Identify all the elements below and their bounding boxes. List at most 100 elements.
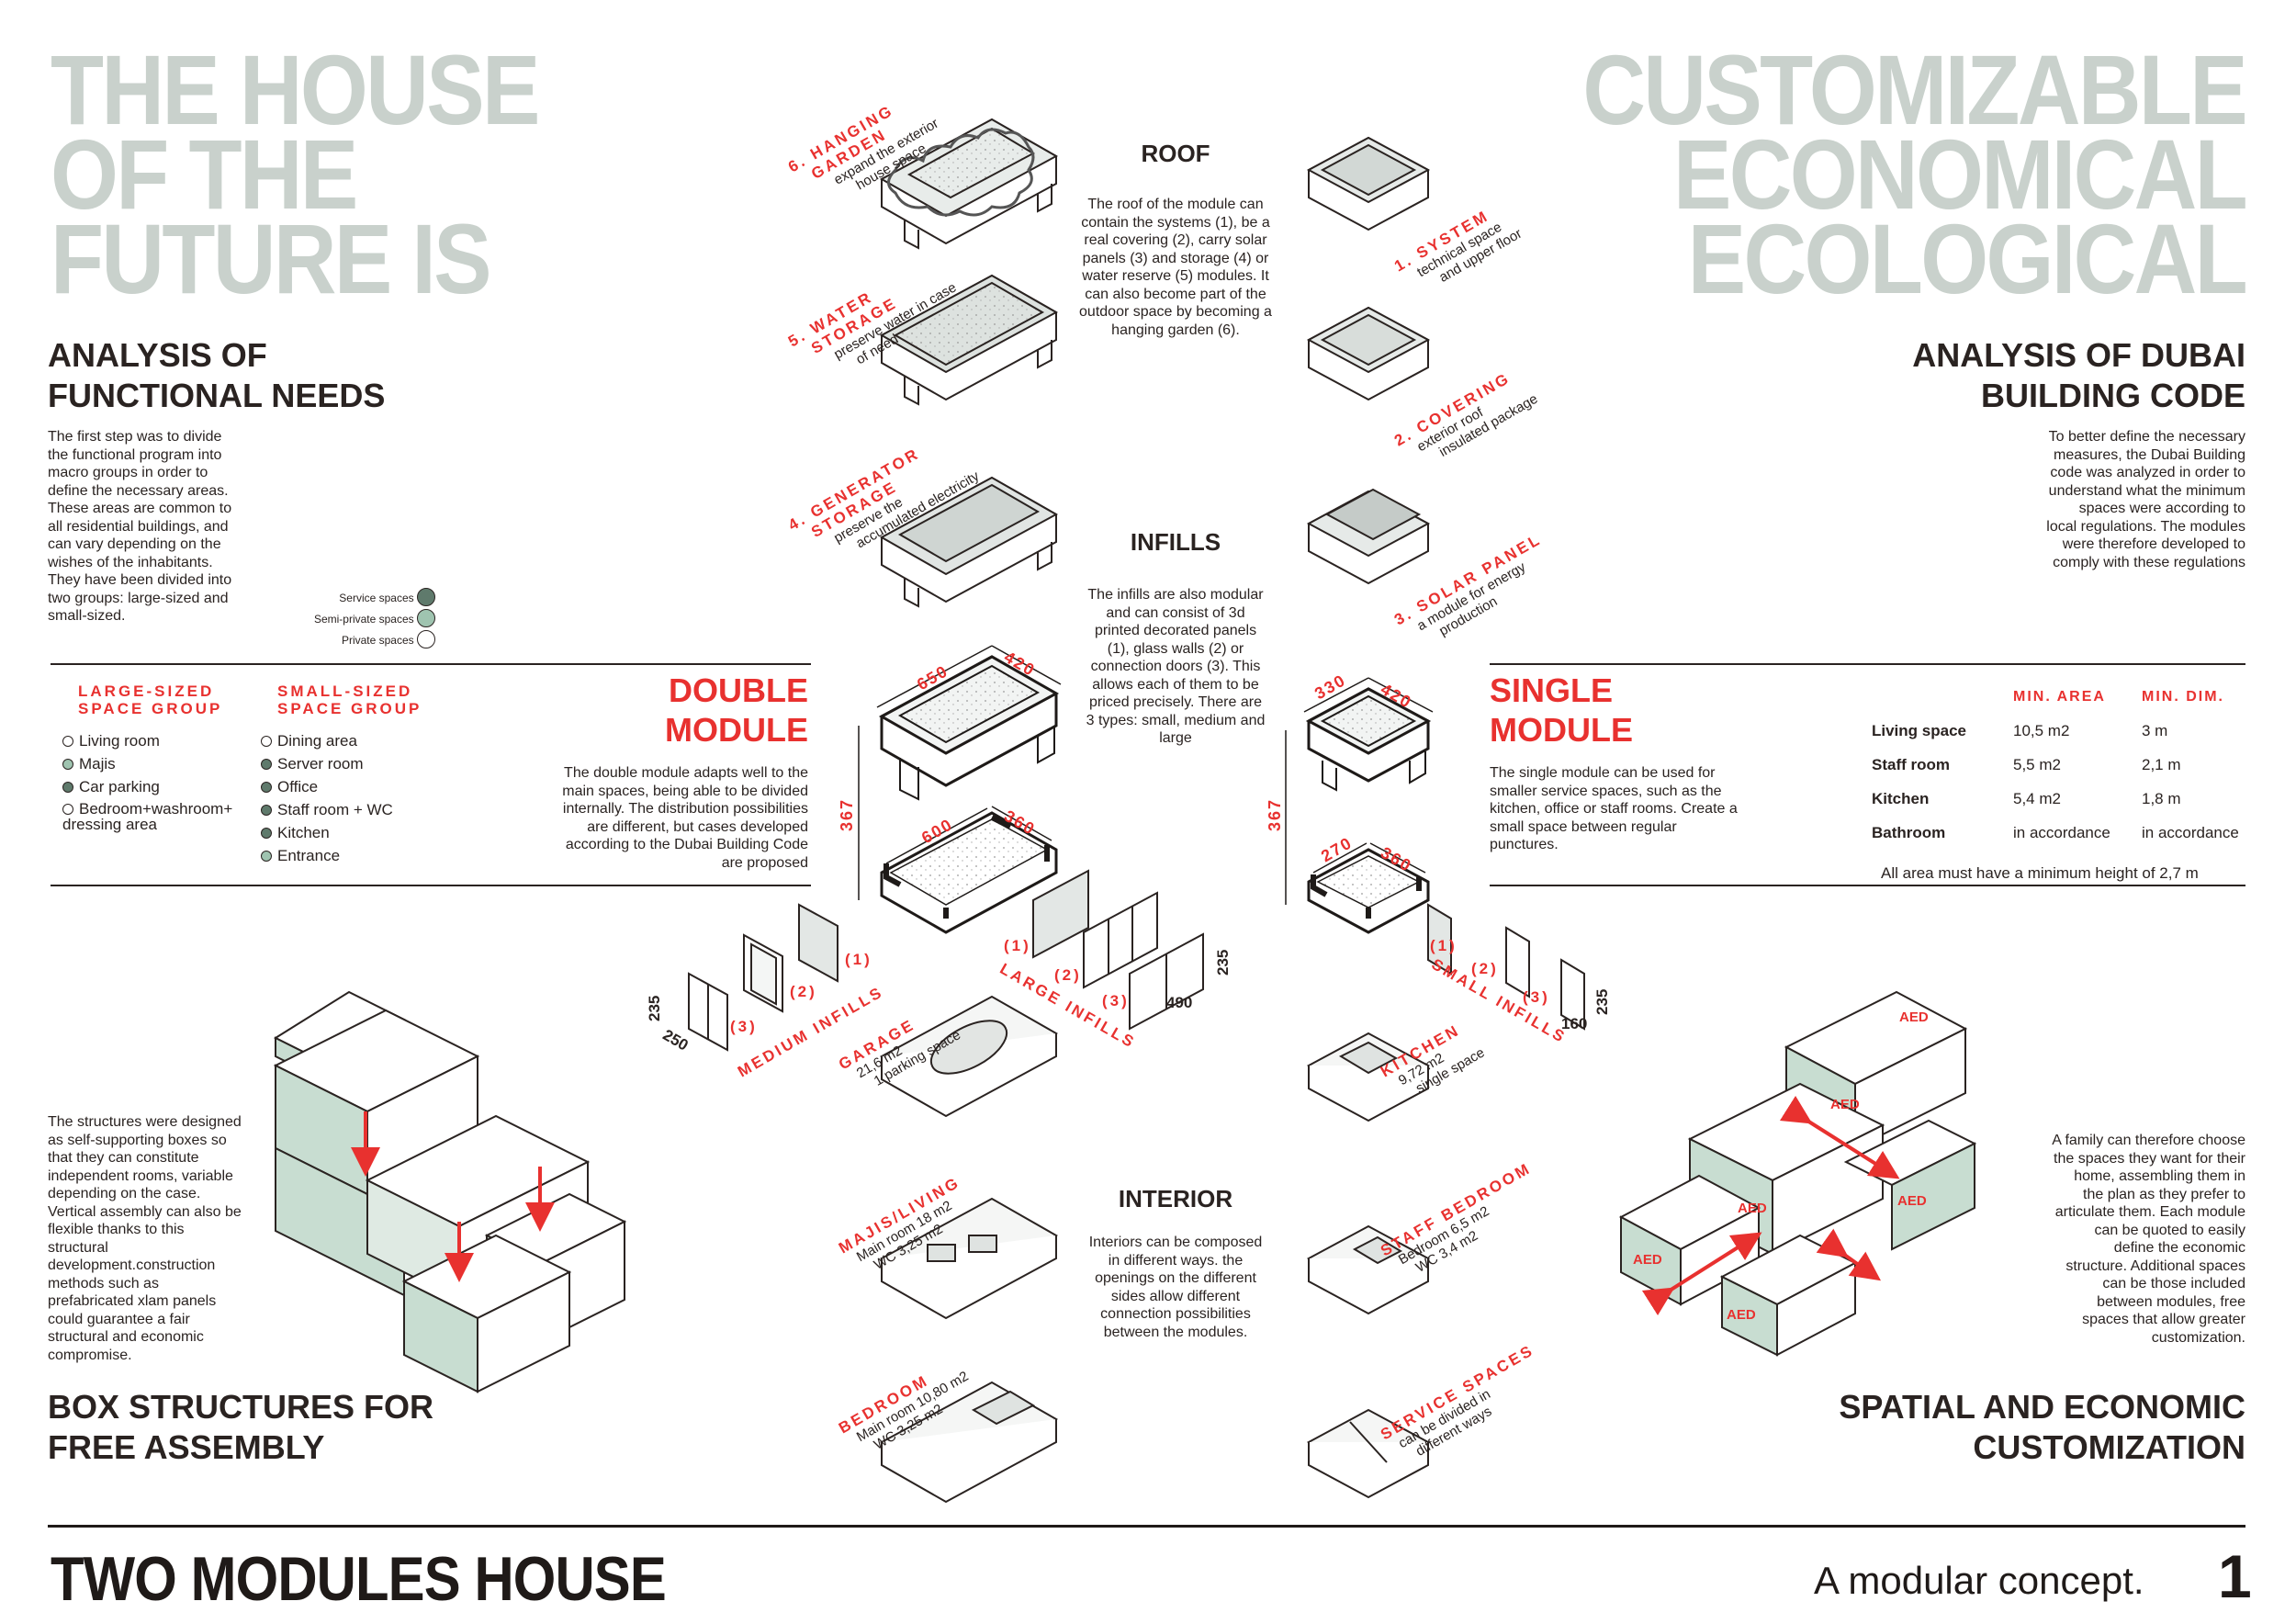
large-infill-number-1: (1) <box>1004 937 1031 954</box>
spatial-text: A family can therefore choose the spaces… <box>2052 1133 2245 1346</box>
single-module-drawing <box>1305 687 1432 934</box>
roof-module-generator-storage <box>879 476 1059 608</box>
interior-garage <box>879 995 1059 1118</box>
dim-label: 367 <box>1266 797 1284 831</box>
single-module-title: SINGLE MODULE <box>1490 671 1633 749</box>
service-dot-icon <box>62 782 73 793</box>
medium-infill-height: 235 <box>646 995 663 1021</box>
aed-tag: AED <box>1738 1201 1767 1216</box>
interior-kitchen <box>1306 1032 1431 1122</box>
small-group-list: Dining area Server room Office Staff roo… <box>261 729 393 867</box>
hero-title-left: THE HOUSE OF THE FUTURE IS <box>51 34 540 314</box>
dubai-text: To better define the necessary measures,… <box>2046 429 2245 570</box>
double-module-dims <box>858 645 1062 900</box>
double-module-title: DOUBLE MODULE <box>665 671 808 749</box>
functional-title: ANALYSIS OF FUNCTIONAL NEEDS <box>48 336 386 414</box>
box-text: The structures were designed as self-sup… <box>48 1114 242 1363</box>
large-infill-number-3: (3) <box>1102 992 1130 1009</box>
list-item: Living room <box>62 729 232 752</box>
roof-title: ROOF <box>1141 140 1210 167</box>
private-dot-icon <box>417 630 435 648</box>
aed-tag: AED <box>1899 1009 1929 1025</box>
single-module-dims <box>1285 677 1434 905</box>
box-title: BOX STRUCTURES FOR FREE ASSEMBLY <box>48 1388 434 1466</box>
legend-private: Private spaces <box>341 634 414 647</box>
table-row: Kitchen 5,4 m2 1,8 m <box>1872 789 2181 807</box>
large-infill-width: 490 <box>1166 994 1193 1011</box>
list-item: Office <box>261 775 393 798</box>
aed-tag: AED <box>1897 1193 1927 1209</box>
aed-tag: AED <box>1633 1252 1662 1268</box>
interior-text: Interiors can be composed in different w… <box>1088 1235 1263 1340</box>
large-infill-height: 235 <box>1214 949 1232 976</box>
semi-dot-icon <box>62 759 73 770</box>
infill-number-3: (3) <box>730 1018 758 1035</box>
small-infill-number-1: (1) <box>1430 937 1458 954</box>
large-infill-number-2: (2) <box>1054 966 1082 984</box>
roof-module-solar-panel <box>1306 488 1431 585</box>
large-infills-drawing <box>1032 869 1204 1031</box>
spatial-drawing <box>1618 990 1977 1357</box>
roof-module-system <box>1306 136 1431 231</box>
list-item: Staff room + WC <box>261 798 393 821</box>
table-row: Living space 10,5 m2 3 m <box>1872 721 2168 739</box>
roof-text: The roof of the module can contain the s… <box>1079 197 1272 338</box>
box-structures-drawing <box>273 990 627 1393</box>
large-group-title: LARGE-SIZED SPACE GROUP <box>78 682 223 717</box>
small-infill-number-3: (3) <box>1523 988 1550 1006</box>
box-arrows <box>351 1111 555 1282</box>
list-item: Kitchen <box>261 821 393 844</box>
list-item: Entrance <box>261 844 393 867</box>
roof-module-hanging-garden <box>879 118 1059 250</box>
double-module-drawing <box>878 655 1060 934</box>
min-dimension-table: MIN. AREA MIN. DIM. Living space 10,5 m2… <box>1872 680 2239 883</box>
page-number: 1 <box>2218 1542 2252 1610</box>
dubai-title: ANALYSIS OF DUBAI BUILDING CODE <box>1912 336 2245 414</box>
double-module-text: The double module adapts well to the mai… <box>562 765 808 871</box>
divider-left-bottom <box>51 885 811 886</box>
table-row: Staff room 5,5 m2 2,1 m <box>1872 755 2181 773</box>
header-min-dim: MIN. DIM. <box>2142 688 2224 705</box>
footer-divider <box>48 1525 2245 1528</box>
semi-dot-icon <box>261 851 272 862</box>
list-item: Majis <box>62 752 232 775</box>
large-group-list: Living room Majis Car parking Bedroom+wa… <box>62 729 232 832</box>
spatial-title: SPATIAL AND ECONOMIC CUSTOMIZATION <box>1839 1388 2245 1466</box>
service-dot-icon <box>261 759 272 770</box>
table-header: MIN. AREA MIN. DIM. <box>1872 680 2239 714</box>
private-dot-icon <box>62 736 73 747</box>
aed-tag: AED <box>1830 1097 1860 1112</box>
divider-right-top <box>1490 663 2245 665</box>
footer-title: TWO MODULES HOUSE <box>51 1544 667 1614</box>
list-item: Bedroom+washroom+dressing area <box>62 800 233 833</box>
service-dot-icon <box>261 805 272 816</box>
table-note: All area must have a minimum height of 2… <box>1881 864 2199 882</box>
small-infills-drawing <box>1427 903 1585 1031</box>
interior-bedroom <box>879 1381 1059 1504</box>
legend-semi: Semi-private spaces <box>313 613 414 626</box>
functional-text: The first step was to divide the functio… <box>48 429 232 624</box>
divider-right-bottom <box>1490 885 2245 886</box>
legend: Service spaces Semi-private spaces Priva… <box>276 588 441 651</box>
infills-text: The infills are also modular and can con… <box>1086 587 1266 746</box>
small-group-title: SMALL-SIZED SPACE GROUP <box>277 682 422 717</box>
service-dot-icon <box>417 588 435 606</box>
single-module-text: The single module can be used for smalle… <box>1490 765 1738 852</box>
interior-majis-living <box>879 1197 1059 1320</box>
dim-label: 367 <box>838 797 856 831</box>
small-infill-number-2: (2) <box>1471 960 1499 977</box>
aed-tag: AED <box>1727 1307 1756 1323</box>
private-dot-icon <box>62 804 73 815</box>
footer-subtitle: A modular concept. <box>1814 1559 2144 1602</box>
interior-title: INTERIOR <box>1118 1185 1233 1212</box>
table-row: Bathroom in accordance in accordance <box>1872 823 2239 841</box>
small-infill-width: 160 <box>1561 1015 1588 1032</box>
infill-number-1: (1) <box>845 951 872 968</box>
hero-title-right: CUSTOMIZABLE ECONOMICAL ECOLOGICAL <box>1582 34 2247 314</box>
semi-dot-icon <box>417 609 435 627</box>
divider-left-top <box>51 663 811 665</box>
interior-staff-bedroom <box>1306 1224 1431 1315</box>
list-item: Car parking <box>62 775 232 798</box>
legend-service: Service spaces <box>339 592 414 604</box>
